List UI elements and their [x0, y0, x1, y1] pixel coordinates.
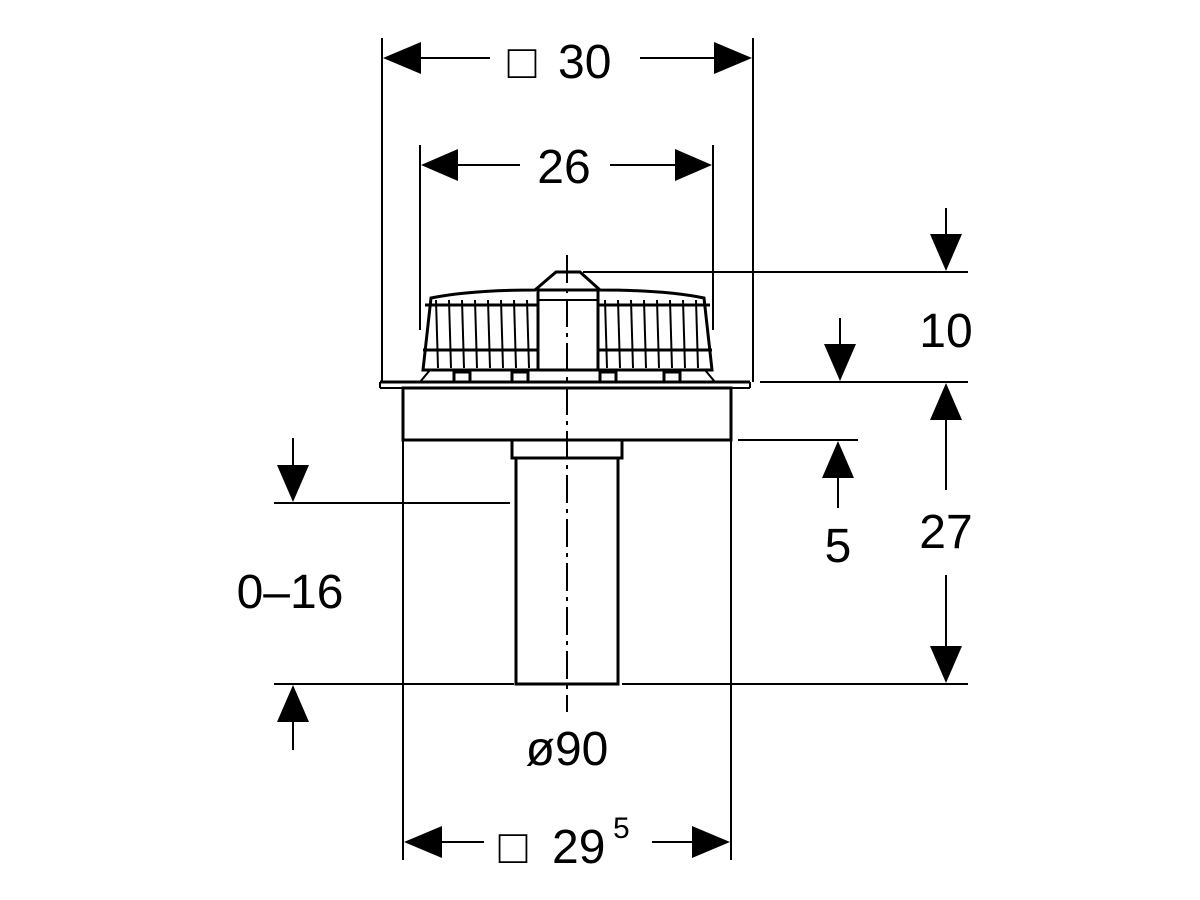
flange	[379, 369, 751, 389]
arrowhead-right	[692, 826, 730, 858]
grate-bar	[500, 299, 504, 369]
dimension-label-30: 30	[558, 36, 611, 89]
grate-bar	[643, 299, 647, 369]
arrowhead-down	[277, 465, 309, 502]
flange-bolt	[452, 370, 472, 384]
arrowhead-down	[824, 344, 856, 381]
dimension-body-depth: 27	[622, 383, 973, 685]
arrowhead-up	[822, 441, 854, 478]
dimension-label-27: 27	[919, 506, 972, 559]
grate-bar	[487, 299, 491, 369]
arrowhead-up	[930, 383, 962, 420]
dimension-grate-width: 26	[419, 141, 714, 330]
dimension-grate-height: 10	[583, 208, 973, 383]
grate-bar	[669, 299, 673, 369]
arrowhead-down	[930, 646, 962, 683]
arrowhead-left	[404, 826, 442, 858]
dimension-label-5: 5	[825, 520, 852, 573]
dimension-label-29: 29	[552, 821, 605, 874]
grate-bar	[617, 299, 621, 369]
dimension-label-pipe-diameter: ø90	[526, 723, 609, 776]
arrowhead-up	[277, 685, 309, 722]
grate-bar	[435, 299, 439, 369]
dimension-overall-width-bottom: □ 29 5	[404, 812, 730, 874]
flange-bolt	[662, 370, 682, 384]
dimension-overall-width-top: □ 30	[381, 36, 754, 382]
dimension-label-10: 10	[919, 305, 972, 358]
square-symbol-top: □	[508, 36, 537, 89]
grate-bar	[474, 299, 478, 369]
grate-bar	[630, 299, 634, 369]
grate-bar	[513, 299, 517, 369]
grate-bar	[604, 299, 608, 369]
dimension-pipe-adjust: 0–16	[237, 438, 514, 750]
arrowhead-right	[714, 42, 752, 74]
arrowhead-left	[421, 149, 458, 181]
flange-bolt	[510, 370, 530, 384]
arrowhead-down	[930, 234, 962, 271]
grate-bar	[448, 299, 452, 369]
grate-bar	[695, 299, 699, 369]
arrowhead-left	[383, 42, 421, 74]
dimension-body-step: 5	[738, 439, 858, 573]
dimension-label-26: 26	[537, 141, 590, 194]
grate-bar	[682, 299, 686, 369]
grate-bar	[526, 299, 530, 369]
dimension-superscript-5: 5	[613, 812, 630, 845]
dimension-label-0-16: 0–16	[237, 566, 344, 619]
grate-bar	[461, 299, 465, 369]
grate-bar	[656, 299, 660, 369]
arrowhead-right	[675, 149, 712, 181]
flange-bolt	[598, 370, 618, 384]
square-symbol-bottom: □	[499, 821, 528, 874]
